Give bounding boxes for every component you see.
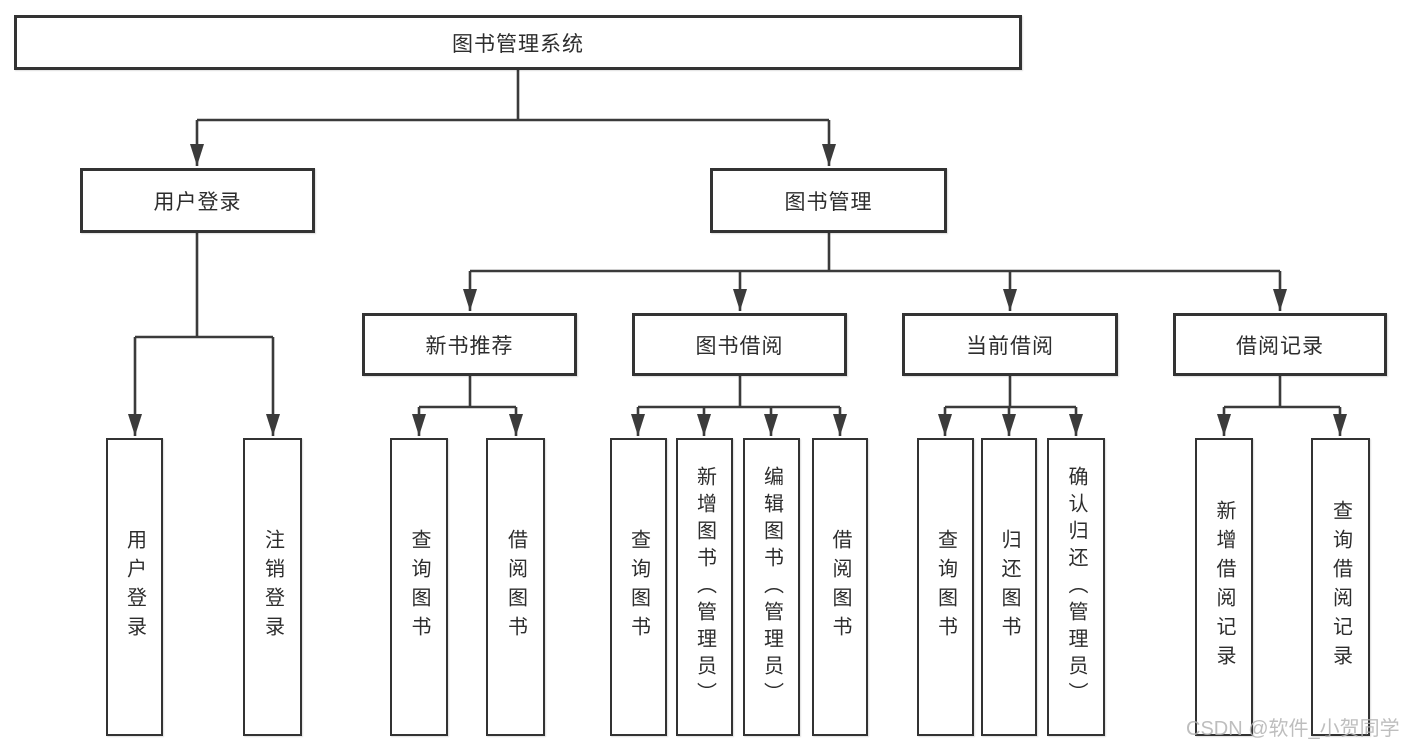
leaf-return-books: 归还图书 bbox=[981, 438, 1037, 736]
node-borrowing-records: 借阅记录 bbox=[1173, 313, 1387, 376]
leaf-edit-books-admin-label: 编辑图书（管理员） bbox=[760, 465, 783, 709]
leaf-add-borrow-record-label: 新增借阅记录 bbox=[1213, 500, 1235, 674]
leaf-query-books-current: 查询图书 bbox=[917, 438, 974, 736]
node-root: 图书管理系统 bbox=[14, 15, 1022, 70]
node-book-management: 图书管理 bbox=[710, 168, 947, 233]
leaf-add-books-admin: 新增图书（管理员） bbox=[676, 438, 733, 736]
node-borrowing-records-label: 借阅记录 bbox=[1236, 334, 1324, 358]
leaf-user-login: 用户登录 bbox=[106, 438, 163, 736]
leaf-query-books-recommend: 查询图书 bbox=[390, 438, 448, 736]
leaf-query-books-borrowing-label: 查询图书 bbox=[627, 529, 650, 645]
leaf-borrow-books-recommend-label: 借阅图书 bbox=[504, 529, 527, 645]
leaf-logout-login: 注销登录 bbox=[243, 438, 302, 736]
node-book-borrowing-label: 图书借阅 bbox=[695, 334, 784, 358]
node-new-book-recommend: 新书推荐 bbox=[362, 313, 577, 376]
leaf-edit-books-admin: 编辑图书（管理员） bbox=[743, 438, 800, 736]
leaf-confirm-return-admin: 确认归还（管理员） bbox=[1047, 438, 1105, 736]
node-current-borrowing: 当前借阅 bbox=[902, 313, 1118, 376]
watermark: CSDN @软件_小贺同学 bbox=[1186, 718, 1400, 740]
leaf-query-books-recommend-label: 查询图书 bbox=[408, 529, 430, 645]
leaf-query-borrow-record-label: 查询借阅记录 bbox=[1329, 500, 1352, 674]
leaf-return-books-label: 归还图书 bbox=[998, 529, 1020, 645]
leaf-add-books-admin-label: 新增图书（管理员） bbox=[693, 465, 716, 709]
node-user-login-label: 用户登录 bbox=[153, 190, 242, 214]
node-root-label: 图书管理系统 bbox=[452, 32, 584, 56]
node-user-login: 用户登录 bbox=[80, 168, 315, 233]
leaf-borrow-books-recommend: 借阅图书 bbox=[486, 438, 545, 736]
node-book-borrowing: 图书借阅 bbox=[632, 313, 847, 376]
leaf-borrow-books-borrowing-label: 借阅图书 bbox=[829, 529, 851, 645]
node-current-borrowing-label: 当前借阅 bbox=[966, 334, 1054, 358]
node-book-management-label: 图书管理 bbox=[784, 190, 873, 214]
leaf-query-books-borrowing: 查询图书 bbox=[610, 438, 667, 736]
leaf-query-borrow-record: 查询借阅记录 bbox=[1311, 438, 1370, 736]
leaf-confirm-return-admin-label: 确认归还（管理员） bbox=[1065, 465, 1087, 709]
leaf-borrow-books-borrowing: 借阅图书 bbox=[812, 438, 868, 736]
leaf-user-login-label: 用户登录 bbox=[123, 529, 146, 645]
leaf-query-books-current-label: 查询图书 bbox=[934, 529, 957, 645]
leaf-add-borrow-record: 新增借阅记录 bbox=[1195, 438, 1253, 736]
node-new-book-recommend-label: 新书推荐 bbox=[425, 334, 514, 358]
leaf-logout-login-label: 注销登录 bbox=[261, 529, 284, 645]
